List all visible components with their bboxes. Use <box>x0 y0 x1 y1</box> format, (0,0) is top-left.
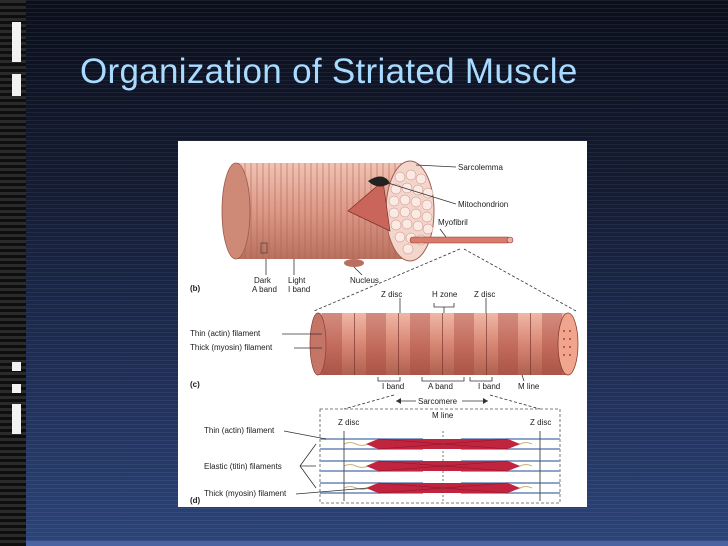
label-myofibril: Myofibril <box>438 218 468 227</box>
label-elastic-filaments: Elastic (titin) filaments <box>204 462 282 471</box>
label-m-line-c: M line <box>518 382 540 391</box>
label-thick-filament-d: Thick (myosin) filament <box>204 489 287 498</box>
nucleus <box>344 259 364 267</box>
sarcomere-box <box>319 408 561 504</box>
label-m-line-d: M line <box>432 411 454 420</box>
label-sarcomere: Sarcomere <box>418 397 458 406</box>
decorative-square <box>12 384 21 393</box>
label-a-band: A band <box>428 382 453 391</box>
mitochondrion <box>368 176 390 187</box>
label-thin-filament-c: Thin (actin) filament <box>190 329 261 338</box>
cut-away-myofibrils <box>347 180 391 232</box>
fiber-end <box>221 162 251 260</box>
decorative-bar <box>12 74 21 96</box>
slide-title: Organization of Striated Muscle <box>80 52 578 91</box>
decorative-square <box>12 362 21 371</box>
label-i-band-c-right: I band <box>478 382 500 391</box>
panel-label-b: (b) <box>190 284 201 293</box>
myofibril <box>409 236 511 244</box>
label-z-disc-c-left: Z disc <box>381 290 402 299</box>
label-z-disc-d-left: Z disc <box>338 418 359 427</box>
panel-label-d: (d) <box>190 496 201 505</box>
label-h-zone: H zone <box>432 290 458 299</box>
label-light-i-band: I band <box>288 285 310 294</box>
label-z-disc-c-right: Z disc <box>474 290 495 299</box>
label-dark: Dark <box>254 276 272 285</box>
label-thin-filament-d: Thin (actin) filament <box>204 426 275 435</box>
decorative-bar <box>12 404 21 434</box>
myofibril-cross-section <box>557 312 579 376</box>
label-i-band-c-left: I band <box>382 382 404 391</box>
label-thick-filament-c: Thick (myosin) filament <box>190 343 273 352</box>
muscle-diagram: Sarcolemma Mitochondrion Myofibril Dark … <box>178 141 587 507</box>
myofibril-detail <box>309 312 579 376</box>
panel-label-c: (c) <box>190 380 200 389</box>
decorative-bar <box>12 22 21 62</box>
label-light: Light <box>288 276 306 285</box>
label-nucleus: Nucleus <box>350 276 379 285</box>
label-dark-a-band: A band <box>252 285 277 294</box>
thin-filaments <box>320 438 560 494</box>
muscle-diagram-figure: Sarcolemma Mitochondrion Myofibril Dark … <box>178 141 587 507</box>
label-sarcolemma: Sarcolemma <box>458 163 503 172</box>
label-z-disc-d-right: Z disc <box>530 418 551 427</box>
bottom-bar <box>26 541 728 546</box>
myofibril-bundles <box>388 169 434 255</box>
label-mitochondrion: Mitochondrion <box>458 200 508 209</box>
